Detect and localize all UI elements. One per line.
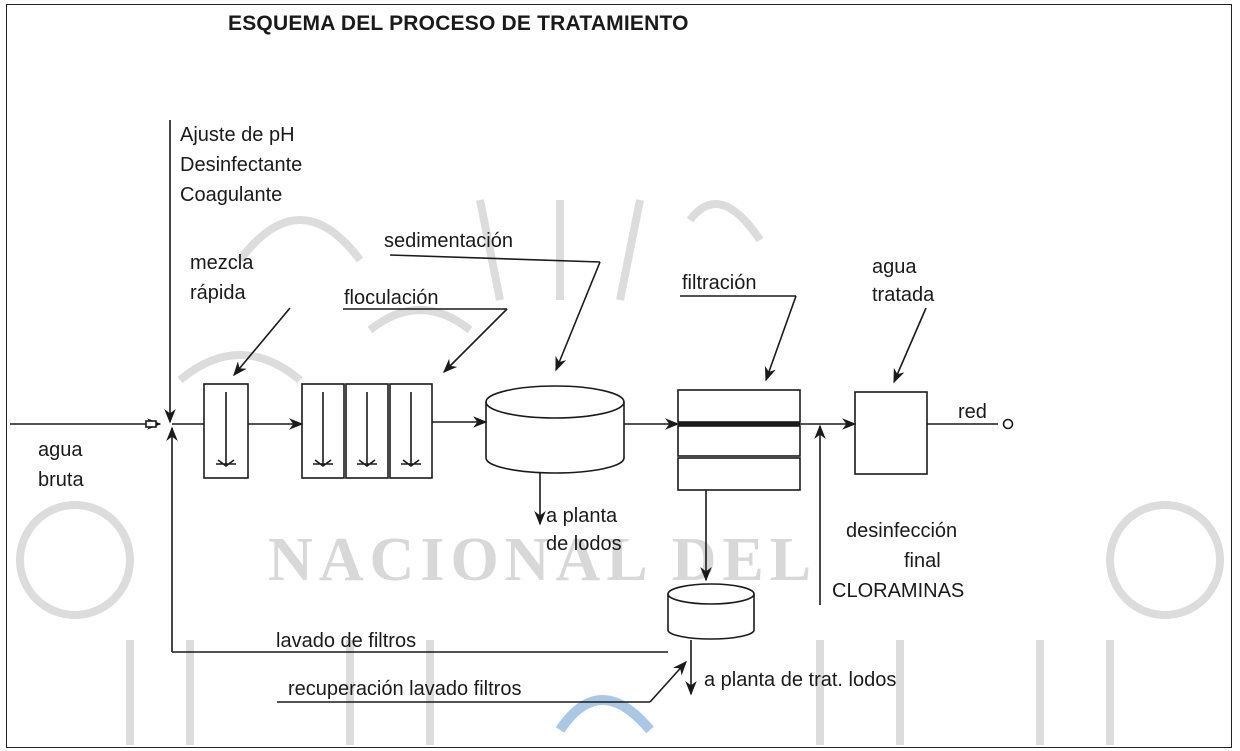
sedimentation-tank-top xyxy=(485,385,625,419)
sludge-plant-label-line1: a planta xyxy=(546,505,618,527)
diagram-frame xyxy=(6,4,1232,748)
filter-wash-label: lavado de filtros xyxy=(276,630,417,652)
watermark-text: NACIONAL DEL xyxy=(268,526,817,594)
watermark-ornament xyxy=(126,640,434,745)
rapid-mix-label-line1: mezcla xyxy=(190,252,254,274)
treated-water-label-line2: tratada xyxy=(872,284,935,306)
flocculator-paddle xyxy=(357,459,377,467)
filter-upper xyxy=(677,389,801,423)
treated-water-leader xyxy=(893,307,927,384)
dosing-label-disinfectant: Desinfectante xyxy=(180,154,303,176)
watermark-ornament xyxy=(177,306,473,384)
wash-recovery-tank-body xyxy=(667,594,755,640)
flocculation-leader xyxy=(442,308,508,374)
filter-middle xyxy=(677,425,801,457)
sludge-treatment-label: a planta de trat. lodos xyxy=(704,669,897,691)
final-disinfection-label-line3: CLORAMINAS xyxy=(832,580,965,602)
filter-lower xyxy=(677,457,801,491)
flocculation-label: floculación xyxy=(344,287,439,309)
rapid-mix-tank xyxy=(203,383,249,479)
rapid-mix-label-line2: rápida xyxy=(190,282,246,304)
final-disinfection-label-line2: final xyxy=(904,550,941,572)
sedimentation-leader xyxy=(555,261,601,372)
sedimentation-label: sedimentación xyxy=(384,230,513,252)
wash-recovery-leader xyxy=(649,660,687,703)
flocculator-1 xyxy=(301,383,345,479)
filtration-leader xyxy=(764,295,797,382)
sedimentation-underline xyxy=(389,254,601,263)
raw-water-label-line2: bruta xyxy=(38,469,84,491)
flocculator-3 xyxy=(389,383,433,479)
rapid-mix-impeller xyxy=(216,459,236,467)
inlet-valve xyxy=(145,420,157,428)
wash-recovery-tank-top xyxy=(667,583,755,605)
watermark-ornament xyxy=(816,640,1114,745)
sedimentation-tank-body xyxy=(485,402,625,474)
sludge-plant-label-line2: de lodos xyxy=(546,533,622,555)
network-label: red xyxy=(958,401,987,423)
watermark-ornament xyxy=(686,200,764,243)
watermark-ornament xyxy=(236,216,364,263)
final-disinfection-label-line1: desinfección xyxy=(846,520,958,542)
network-outlet xyxy=(1002,418,1014,430)
dosing-label-coagulant: Coagulante xyxy=(180,184,283,206)
watermark-ornament xyxy=(476,199,644,301)
dosing-label-ph: Ajuste de pH xyxy=(180,124,295,146)
flocculator-2 xyxy=(345,383,389,479)
watermark-blue-shape xyxy=(555,695,654,734)
watermark-seal-right xyxy=(1106,501,1224,619)
wash-recovery-label: recuperación lavado filtros xyxy=(288,678,522,700)
treated-water-tank xyxy=(854,391,928,475)
flocculator-paddle xyxy=(313,459,333,467)
diagram-title: ESQUEMA DEL PROCESO DE TRATAMIENTO xyxy=(228,12,689,35)
filtration-label: filtración xyxy=(682,272,757,294)
raw-water-label-line1: agua xyxy=(38,439,83,461)
rapid-mix-leader xyxy=(233,307,291,377)
flocculator-paddle xyxy=(401,459,421,467)
watermark-seal-left xyxy=(16,501,134,619)
treated-water-label-line1: agua xyxy=(872,256,917,278)
